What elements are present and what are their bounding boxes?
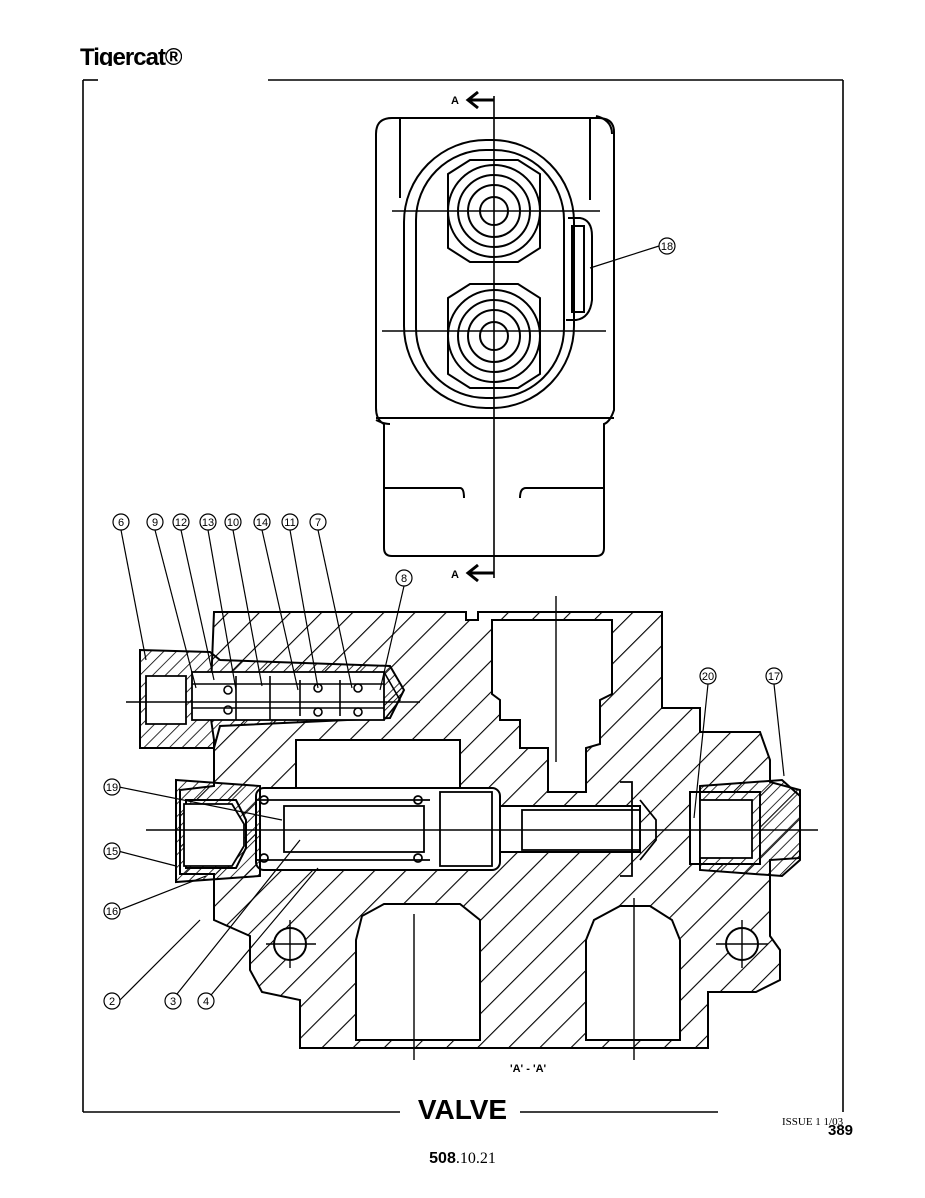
document-number-rest: .10.21 (455, 1150, 496, 1167)
issue-label: ISSUE 1 1/03 (782, 1116, 844, 1128)
callout-label: 12 (175, 517, 187, 529)
document-number-bold: 508 (429, 1150, 456, 1167)
callout-group (116, 245, 785, 1002)
callout-label: 8 (401, 573, 407, 585)
callout-label: 2 (109, 996, 115, 1008)
callout-label: 17 (768, 671, 780, 683)
callout-label: 13 (202, 517, 214, 529)
callout-label: 7 (315, 517, 321, 529)
brand-logo: Tigercat® (80, 44, 182, 66)
callout-label: 16 (106, 906, 118, 918)
callout-label: 11 (284, 517, 295, 529)
page-title: VALVE (405, 1094, 520, 1126)
page-number: 389 (828, 1122, 854, 1139)
callout-label: 14 (256, 517, 268, 529)
page-frame (82, 79, 844, 1113)
section-arrow-top (465, 90, 494, 110)
document-number: 508.10.21 (0, 1150, 925, 1168)
callout-label: 18 (661, 241, 673, 253)
callout-label: 15 (106, 846, 118, 858)
callout-label: 6 (118, 517, 124, 529)
callout-label: 4 (203, 996, 209, 1008)
valve-top-view (375, 115, 615, 557)
section-arrow-bottom (465, 563, 494, 583)
section-marker-bottom: A (451, 569, 459, 581)
callout-label: 3 (170, 996, 176, 1008)
callout-label: 9 (152, 517, 158, 529)
callout-label: 19 (106, 782, 118, 794)
callout-balloons (103, 237, 783, 1010)
callout-label: 20 (702, 671, 714, 683)
section-caption: 'A' - 'A' (510, 1063, 547, 1075)
section-marker-top: A (451, 95, 459, 107)
callout-label: 10 (227, 517, 239, 529)
